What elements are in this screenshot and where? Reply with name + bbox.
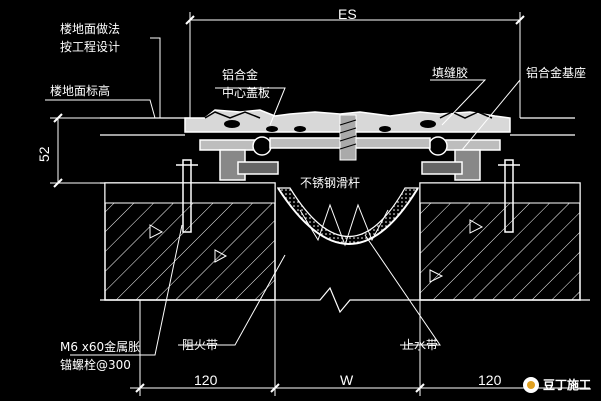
anchor-bolts: [176, 159, 520, 233]
right-width-text: 120: [478, 372, 502, 388]
water-stop: [299, 203, 389, 247]
gap-width-text: W: [340, 372, 354, 388]
left-slab: [104, 182, 276, 301]
water-stop-label: 止水带: [402, 338, 439, 352]
anchor-label-1: M6 x60金属胀: [60, 340, 141, 354]
floor-finish-label-1: 楼地面做法: [60, 22, 121, 36]
aluminium-base-label: 铝合金基座: [526, 66, 587, 80]
floor-finish-label-2: 按工程设计: [60, 40, 121, 54]
center-bolt: [339, 114, 357, 161]
es-dimension: [185, 12, 525, 118]
break-line: [100, 286, 590, 314]
watermark: 豆丁施工: [522, 376, 591, 393]
center-cover-label: 中心盖板: [222, 86, 271, 100]
height-dimension-text: 52: [36, 146, 52, 162]
anchor-label-2: 锚螺栓@300: [60, 358, 131, 372]
left-width-text: 120: [194, 372, 218, 388]
aluminium-alloy-label: 铝合金: [222, 68, 259, 82]
leader-lines: [45, 37, 521, 356]
filler-label: 填缝胶: [432, 66, 469, 80]
watermark-text: 豆丁施工: [542, 378, 591, 392]
floor-elevation-label: 楼地面标高: [50, 84, 111, 98]
sliding-rod-label: 不锈钢滑杆: [300, 176, 361, 190]
height-dimension: [50, 113, 135, 188]
fire-belt-label: 阻火带: [182, 338, 219, 352]
es-dimension-text: ES: [338, 6, 357, 22]
brand-logo-icon: [522, 376, 539, 393]
right-slab: [419, 182, 581, 301]
